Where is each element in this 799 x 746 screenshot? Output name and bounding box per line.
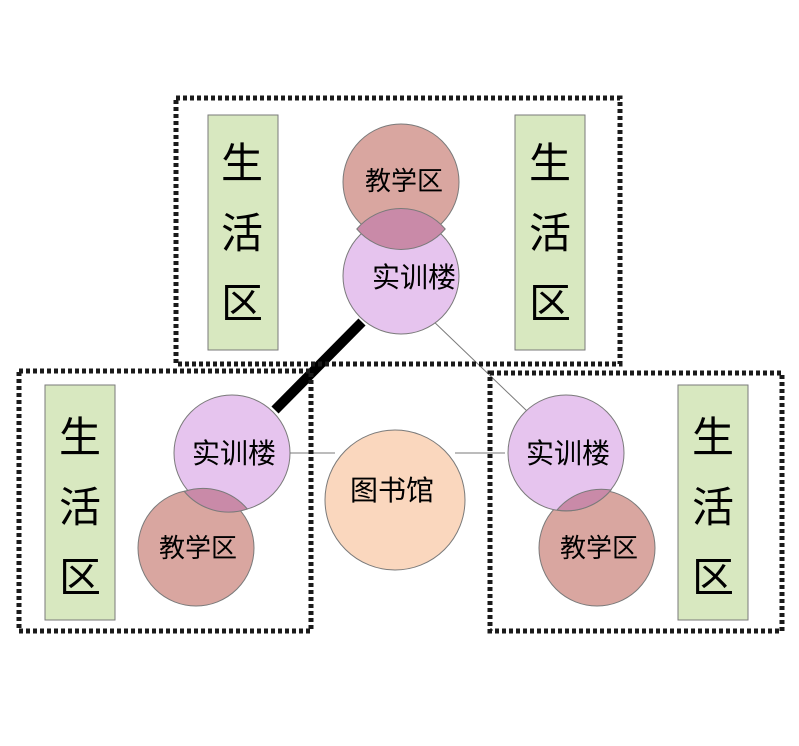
library-label: 图书馆 — [350, 474, 434, 507]
library-circle — [324, 429, 466, 571]
right-teaching-label: 教学区 — [560, 534, 638, 564]
top-training-label: 实训楼 — [372, 261, 456, 294]
top-right-living-char-2: 活 — [529, 209, 571, 258]
left-living-char-3: 区 — [59, 553, 101, 602]
right-zone-border — [487, 370, 785, 634]
right-living-char-1: 生 — [692, 413, 734, 462]
right-overlap-lens — [556, 488, 612, 512]
right-living-char-2: 活 — [692, 483, 734, 532]
left-living-char-1: 生 — [59, 413, 101, 462]
right-living-char-3: 区 — [692, 553, 734, 602]
left-zone-border — [16, 368, 314, 634]
left-living-area — [44, 384, 116, 621]
top-left-living-char-1: 生 — [221, 139, 263, 188]
top-right-living-char-1: 生 — [529, 139, 571, 188]
left-training-label: 实训楼 — [192, 437, 276, 470]
left-living-char-2: 活 — [59, 483, 101, 532]
top-right-living-area — [514, 114, 586, 351]
left-overlap-lens — [183, 487, 249, 513]
top-left-living-area — [207, 114, 279, 351]
right-training-label: 实训楼 — [526, 437, 610, 470]
top-overlap-lens — [356, 208, 446, 250]
right-living-area — [677, 384, 749, 621]
top-left-living-char-3: 区 — [221, 279, 263, 328]
top-teaching-label: 教学区 — [365, 167, 443, 197]
top-right-living-char-3: 区 — [529, 279, 571, 328]
top-left-living-char-2: 活 — [221, 209, 263, 258]
top-zone-border — [173, 95, 623, 367]
left-teaching-label: 教学区 — [159, 534, 237, 564]
